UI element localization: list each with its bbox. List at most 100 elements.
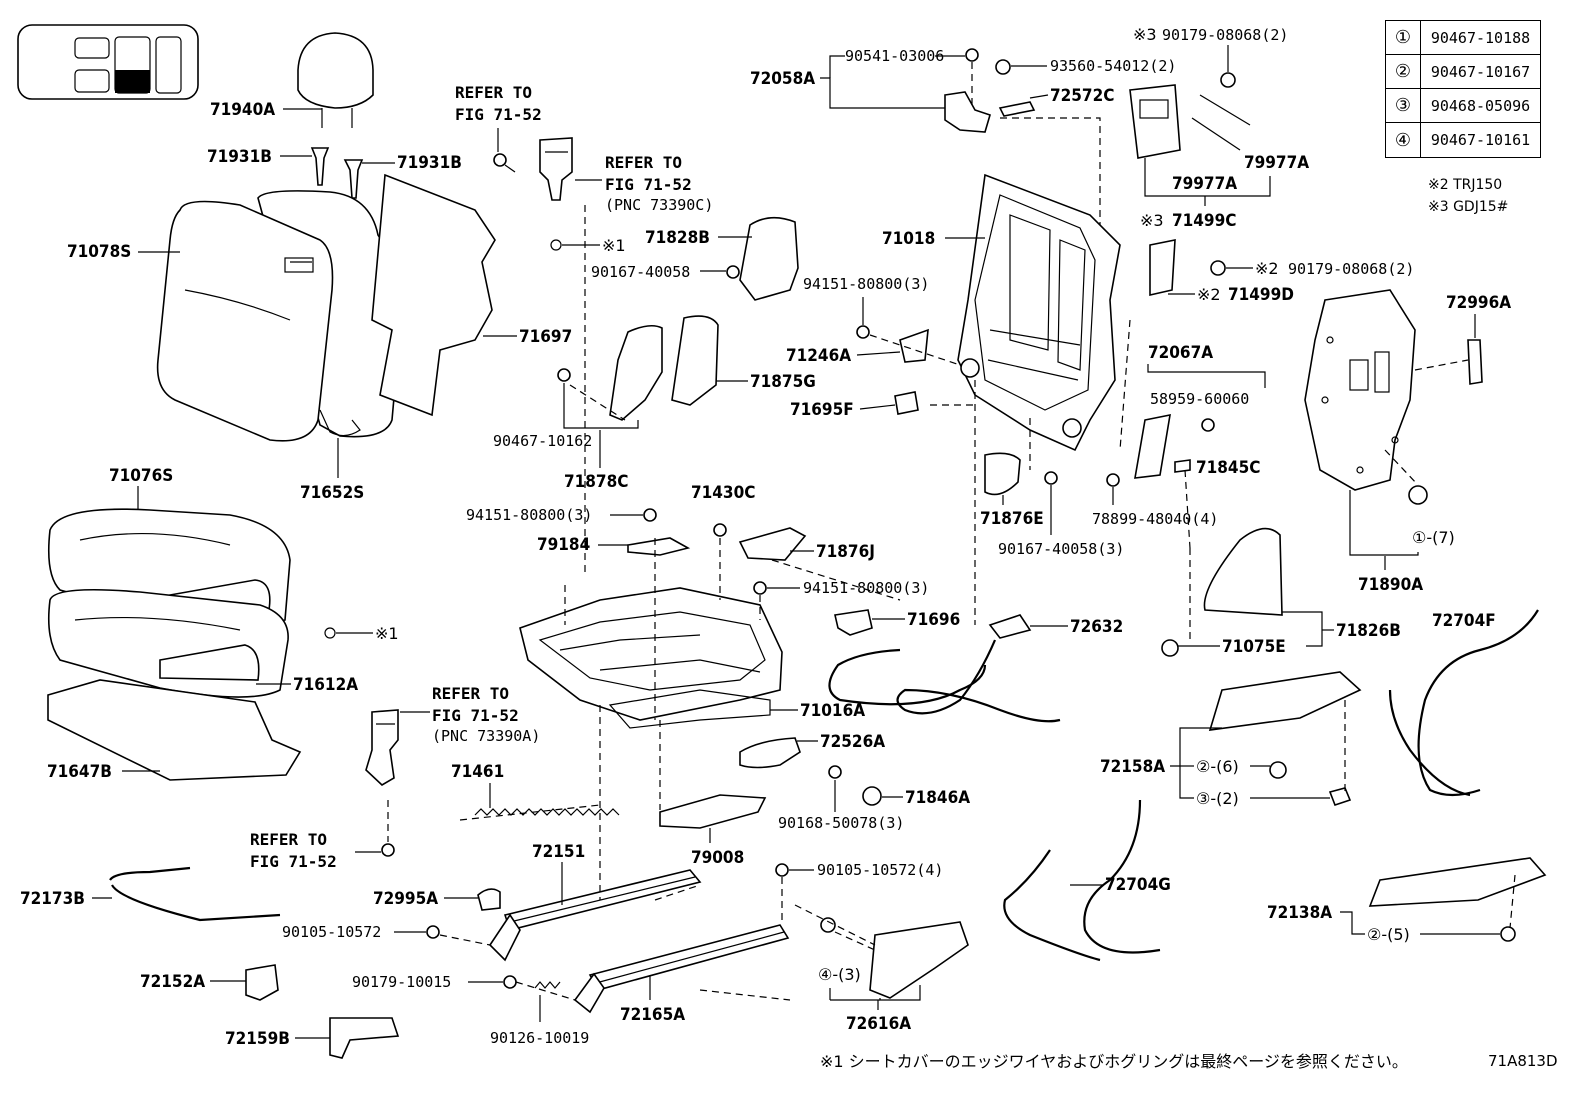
legend-key: ② [1386,55,1421,88]
label-90105-10572-4: 90105-10572(4) [817,861,943,879]
bracket-79008-drawing [659,794,767,829]
label-71430C: 71430C [691,483,755,503]
label-94151-80800-b: 94151-80800(3) [803,579,929,597]
legend-row: ② 90467-10167 [1386,55,1540,89]
label-71695F: 71695F [790,400,854,420]
bracket-79184-drawing [627,537,691,556]
qty-4-3: ④-(3) [818,965,861,984]
legend-key: ④ [1386,123,1421,157]
label-72158A: 72158A [1100,757,1165,777]
cover-71828B-drawing [739,216,799,301]
refer-2-line3: (PNC 73390C) [605,196,713,214]
cover-72159B-drawing [329,1017,400,1059]
seat-frame-drawing [519,587,783,729]
label-71499C: 71499C [1172,211,1236,231]
refer-4-line1: REFER TO [250,830,327,849]
label-90179-10015: 90179-10015 [352,973,451,991]
cable-72704F-drawing [1388,609,1539,797]
label-71931B-right: 71931B [397,153,462,173]
model-variant-notes: ※2 TRJ150 ※3 GDJ15# [1428,174,1508,218]
legend-key: ③ [1386,89,1421,122]
variant-note-2: ※2 TRJ150 [1428,177,1503,193]
cable-72704G-drawing [1003,799,1161,962]
headrest-drawing [297,32,374,199]
label-94151-80800-c: 94151-80800(3) [803,275,929,293]
label-71612A: 71612A [293,675,358,695]
refer-3-line2: FIG 71-52 [432,706,519,725]
label-90167-40058-3: 90167-40058(3) [998,540,1124,558]
label-71876J: 71876J [816,542,875,562]
mark-1-seat: ※1 [375,624,399,643]
mark-3-top: ※3 [1133,25,1157,44]
bracket-72058A-drawing [944,91,991,133]
label-72152A: 72152A [140,972,205,992]
seat-belt-buckle-lower-drawing [365,709,399,786]
refer-2-line2: FIG 71-52 [605,175,692,194]
label-71499D: 71499D [1228,285,1294,305]
rod-72173B-drawing [109,866,281,922]
mark-2-71499D: ※2 [1197,285,1221,304]
label-90126-10019: 90126-10019 [490,1029,589,1047]
label-71826B: 71826B [1336,621,1401,641]
cable-71696-drawing [828,648,987,706]
label-71652S: 71652S [300,483,364,503]
rod-79977A-right-drawing [1199,94,1251,126]
label-58959-60060: 58959-60060 [1150,390,1249,408]
label-93560-54012: 93560-54012(2) [1050,57,1176,75]
label-72704F: 72704F [1432,611,1496,631]
label-90467-10162: 90467-10162 [493,432,592,450]
label-71875G: 71875G [750,372,816,392]
lever-72632-drawing [988,614,1032,639]
label-72616A: 72616A [846,1014,911,1034]
lever-72526A-drawing [739,737,801,769]
seat-back-board-drawing [371,173,496,417]
label-72572C: 72572C [1050,86,1114,106]
label-71461: 71461 [451,762,504,782]
qty-1-7: ①-(7) [1412,528,1455,547]
legend-key: ① [1386,21,1421,54]
label-72151: 72151 [532,842,585,862]
label-72995A: 72995A [373,889,438,909]
bracket-71876J-drawing [738,527,807,561]
label-78899-48040: 78899-48040(4) [1092,510,1218,528]
label-71940A: 71940A [210,100,275,120]
label-71078S: 71078S [67,242,131,262]
legend-value: 90467-10188 [1430,28,1531,47]
cover-72138A-drawing [1368,857,1547,907]
fastener-legend-table: ① 90467-10188 ② 90467-10167 ③ 90468-0509… [1385,20,1541,158]
label-71075E: 71075E [1222,637,1286,657]
clip-72996A-drawing [1467,339,1483,385]
lock-assembly-71499C-drawing [1129,84,1181,159]
refer-2-line1: REFER TO [605,153,682,172]
legend-value: 90467-10161 [1430,131,1531,149]
cover-72616A-drawing [869,921,969,999]
seat-position-locator-icon [17,24,199,100]
label-71647B: 71647B [47,762,112,782]
legend-value: 90467-10167 [1430,62,1531,81]
cover-72158A-drawing [1208,671,1362,731]
seat-track-72165A-drawing [573,924,790,1014]
label-90168-50078: 90168-50078(3) [778,814,904,832]
seat-back-frame-drawing [957,173,1121,452]
bracket-71246A-drawing [899,328,929,363]
label-72526A: 72526A [820,732,885,752]
cover-71826B-drawing [1203,527,1283,616]
qty-3-2: ③-(2) [1196,789,1239,808]
cover-72152A-drawing [245,964,279,1001]
refer-3-line1: REFER TO [432,684,509,703]
label-72704G: 72704G [1105,875,1171,895]
qty-2-5: ②-(5) [1367,925,1410,944]
label-79977A-right: 79977A [1244,153,1309,173]
label-71846A: 71846A [905,788,970,808]
cap-72995A-drawing [477,888,501,911]
refer-1-bolt-drawing [493,153,516,173]
cap-71695F-drawing [894,391,919,415]
refer-3-line3: (PNC 73390A) [432,727,540,745]
legend-row: ④ 90467-10161 [1386,123,1540,157]
qty-2-6: ②-(6) [1196,757,1239,776]
label-94151-80800-a: 94151-80800(3) [466,506,592,524]
label-79184: 79184 [537,535,590,555]
label-71697: 71697 [519,327,572,347]
cover-71876E-drawing [984,452,1021,496]
label-71696: 71696 [907,610,960,630]
